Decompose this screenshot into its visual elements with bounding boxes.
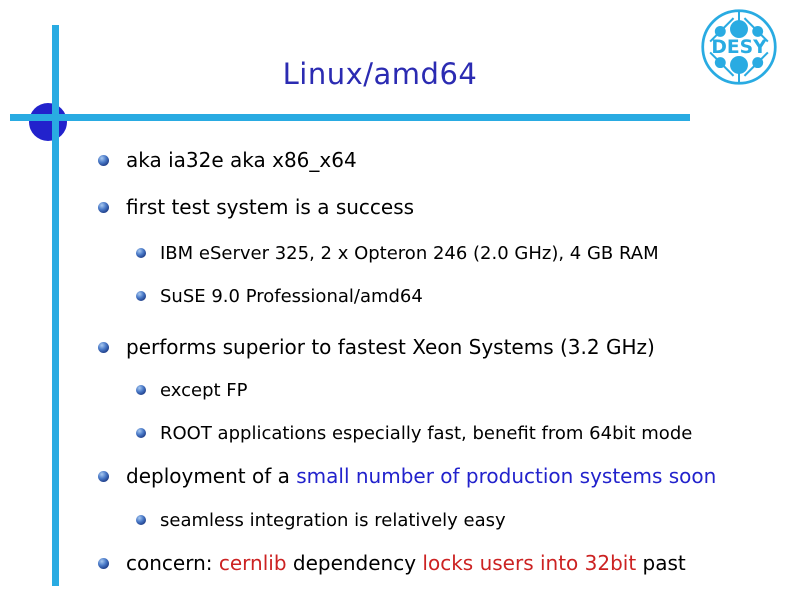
text-segment: IBM eServer 325, 2 x Opteron 246 (2.0 GH… [160,242,659,264]
bullet-icon [136,428,146,438]
text-segment: ROOT applications especially fast, benef… [160,422,693,444]
bullet-item: concern: cernlib dependency locks users … [0,548,686,578]
bullet-item: except FP [0,375,247,405]
text-segment: dependency [286,551,423,575]
text-segment: except FP [160,379,248,401]
text-segment: SuSE 9.0 Professional/amd64 [160,285,423,307]
bullet-icon [136,385,146,395]
bullet-item: ROOT applications especially fast, benef… [0,418,692,448]
bullet-icon [98,201,109,213]
bullet-icon [136,248,146,258]
decorative-corner-circle [29,103,67,141]
text-segment: seamless integration is relatively easy [160,509,506,531]
text-segment: concern: [126,551,219,575]
bullet-icon [98,154,109,166]
decorative-vertical-line [52,25,59,586]
slide-title: Linux/amd64 [282,57,478,91]
text-segment: small number of production systems soon [296,464,717,488]
text-segment: cernlib [218,551,287,575]
bullet-item: IBM eServer 325, 2 x Opteron 246 (2.0 GH… [0,238,659,268]
bullet-item: deployment of a small number of producti… [0,461,716,491]
bullet-icon [98,470,109,482]
bullet-item: first test system is a success [0,192,414,222]
desy-logo-text: DESY [711,37,767,58]
bullet-icon [136,515,146,525]
text-segment: locks users into 32bit [422,551,637,575]
bullet-item: seamless integration is relatively easy [0,505,506,535]
desy-logo-icon: DESY [701,9,777,85]
text-segment: performs superior to fastest Xeon System… [126,335,655,359]
text-segment: past [636,551,686,575]
text-segment: first test system is a success [126,195,415,219]
bullet-item: aka ia32e aka x86_x64 [0,145,357,175]
bullet-item: performs superior to fastest Xeon System… [0,332,655,362]
text-segment: aka ia32e aka x86_x64 [126,148,357,172]
decorative-horizontal-line [10,114,690,121]
bullet-icon [136,291,146,301]
bullet-icon [98,341,109,353]
bullet-item: SuSE 9.0 Professional/amd64 [0,281,423,311]
bullet-icon [98,557,109,569]
text-segment: deployment of a [126,464,297,488]
